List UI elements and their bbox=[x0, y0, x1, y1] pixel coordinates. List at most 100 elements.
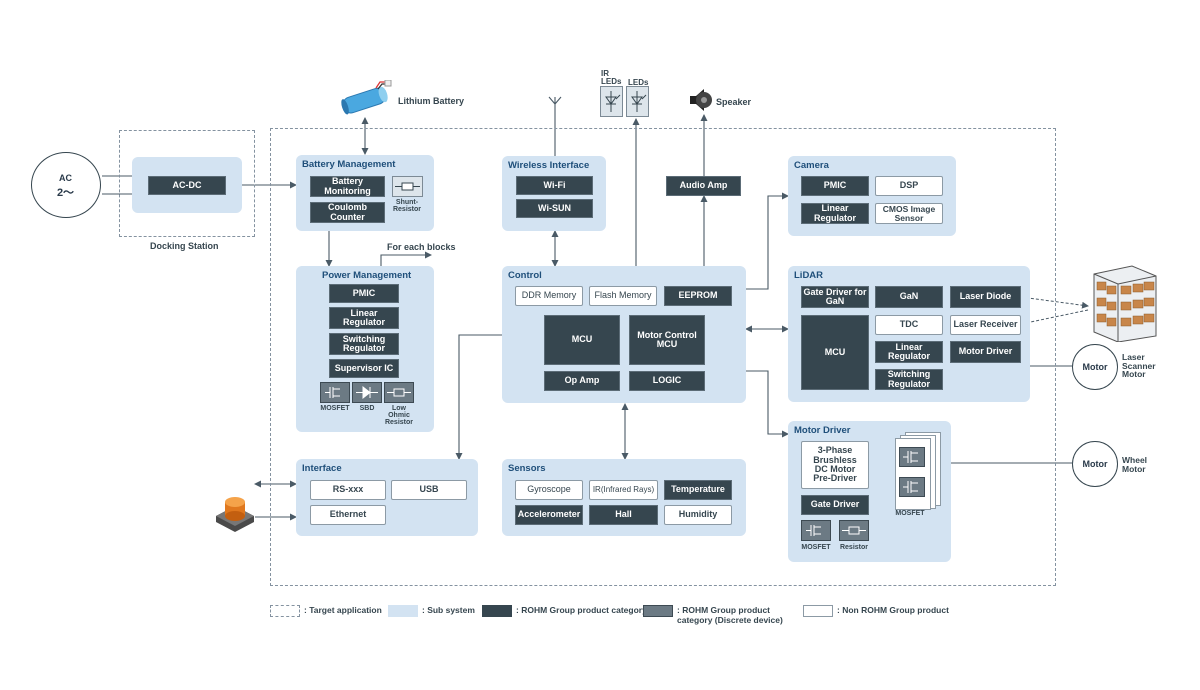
ir-sensor-block[interactable]: IR(Infrared Rays) bbox=[589, 480, 658, 500]
gyroscope-block[interactable]: Gyroscope bbox=[515, 480, 583, 500]
legend-subsystem-swatch bbox=[388, 605, 418, 617]
legend-target-swatch bbox=[270, 605, 300, 617]
legend-rohm-discrete: : ROHM Group product category (Discrete … bbox=[643, 605, 797, 625]
legend-subsystem: : Sub system bbox=[388, 605, 475, 617]
laser-scanner-motor-label: Laser Scanner Motor bbox=[1122, 352, 1156, 379]
pmic-block[interactable]: PMIC bbox=[329, 284, 399, 303]
warehouse-shelf-icon bbox=[1088, 262, 1160, 343]
led-icon bbox=[626, 86, 649, 117]
shunt-resistor-label: Shunt-Resistor bbox=[392, 199, 421, 213]
wisun-block[interactable]: Wi-SUN bbox=[516, 199, 593, 218]
sensors-title: Sensors bbox=[508, 463, 546, 474]
legend-subsystem-text: : Sub system bbox=[422, 605, 475, 615]
laser-diode-block[interactable]: Laser Diode bbox=[950, 286, 1021, 308]
gate-driver-block[interactable]: Gate Driver bbox=[801, 495, 869, 515]
temperature-block[interactable]: Temperature bbox=[664, 480, 732, 500]
camera-title: Camera bbox=[794, 160, 829, 171]
motor-driver-title: Motor Driver bbox=[794, 425, 851, 436]
motor-control-mcu-block[interactable]: Motor Control MCU bbox=[629, 315, 705, 365]
laser-receiver-block[interactable]: Laser Receiver bbox=[950, 315, 1021, 335]
wireless-interface-title: Wireless Interface bbox=[508, 160, 590, 171]
mosfet-stack-icon-1 bbox=[899, 447, 925, 467]
mosfet-stack[interactable] bbox=[895, 432, 941, 510]
battery-monitoring-block[interactable]: Battery Monitoring bbox=[310, 176, 385, 197]
ir-leds-label-1: IR LEDs bbox=[601, 69, 622, 86]
motor-label-lidar: Motor bbox=[1082, 362, 1108, 372]
usb-block[interactable]: USB bbox=[391, 480, 467, 500]
op-amp-block[interactable]: Op Amp bbox=[544, 371, 620, 391]
coulomb-counter-block[interactable]: Coulomb Counter bbox=[310, 202, 385, 223]
lidar-switching-regulator-block[interactable]: Switching Regulator bbox=[875, 369, 943, 390]
ethernet-block[interactable]: Ethernet bbox=[310, 505, 386, 525]
ddr-memory-block[interactable]: DDR Memory bbox=[515, 286, 583, 306]
hall-block[interactable]: Hall bbox=[589, 505, 658, 525]
laser-scanner-motor-circle: Motor bbox=[1072, 344, 1118, 390]
lidar-motor-driver-block[interactable]: Motor Driver bbox=[950, 341, 1021, 363]
emergency-button-icon bbox=[212, 492, 258, 534]
shunt-resistor-icon[interactable] bbox=[392, 176, 423, 197]
speaker-icon bbox=[686, 86, 714, 114]
interface-title: Interface bbox=[302, 463, 342, 474]
predriver-block[interactable]: 3-Phase Brushless DC Motor Pre-Driver bbox=[801, 441, 869, 489]
linear-regulator-block[interactable]: Linear Regulator bbox=[329, 307, 399, 329]
mosfet-label: MOSFET bbox=[320, 405, 350, 412]
ac-source: AC 2～ bbox=[31, 152, 101, 218]
dsp-block[interactable]: DSP bbox=[875, 176, 943, 196]
legend-non-rohm: : Non ROHM Group product bbox=[803, 605, 949, 617]
wheel-motor-circle: Motor bbox=[1072, 441, 1118, 487]
ac-label: AC bbox=[59, 173, 72, 183]
flash-memory-block[interactable]: Flash Memory bbox=[589, 286, 657, 306]
sbd-label: SBD bbox=[359, 405, 375, 412]
low-ohmic-resistor-icon[interactable] bbox=[384, 382, 414, 403]
lithium-battery-icon bbox=[336, 79, 396, 116]
target-application-outline bbox=[270, 128, 1056, 586]
ir-led-icon bbox=[600, 86, 623, 117]
lidar-mcu-block[interactable]: MCU bbox=[801, 315, 869, 390]
accelerometer-block[interactable]: Accelerometer bbox=[515, 505, 583, 525]
lithium-battery-label: Lithium Battery bbox=[398, 96, 465, 106]
md-resistor-icon[interactable] bbox=[839, 520, 869, 541]
camera-linear-regulator-block[interactable]: Linear Regulator bbox=[801, 203, 869, 224]
cmos-image-sensor-block[interactable]: CMOS Image Sensor bbox=[875, 203, 943, 224]
legend-rohm: : ROHM Group product category bbox=[482, 605, 647, 617]
legend-non-rohm-text: : Non ROHM Group product bbox=[837, 605, 949, 615]
mosfet-stack-label: MOSFET bbox=[895, 510, 925, 517]
gan-block[interactable]: GaN bbox=[875, 286, 943, 308]
motor-label-wheel: Motor bbox=[1082, 459, 1108, 469]
tdc-block[interactable]: TDC bbox=[875, 315, 943, 335]
logic-block[interactable]: LOGIC bbox=[629, 371, 705, 391]
mosfet-stack-card-front bbox=[895, 438, 931, 510]
md-mosfet-icon[interactable] bbox=[801, 520, 831, 541]
ir-leds-label-2: LEDs bbox=[628, 78, 649, 87]
legend-target-application: : Target application bbox=[270, 605, 382, 617]
supervisor-ic-block[interactable]: Supervisor IC bbox=[329, 359, 399, 378]
control-title: Control bbox=[508, 270, 542, 281]
sbd-icon[interactable] bbox=[352, 382, 382, 403]
legend-rohm-text: : ROHM Group product category bbox=[516, 605, 647, 615]
legend-discrete-swatch bbox=[643, 605, 673, 617]
camera-pmic-block[interactable]: PMIC bbox=[801, 176, 869, 196]
legend-discrete-text: : ROHM Group product category (Discrete … bbox=[677, 605, 783, 626]
humidity-block[interactable]: Humidity bbox=[664, 505, 732, 525]
gate-driver-gan-block[interactable]: Gate Driver for GaN bbox=[801, 286, 869, 308]
mosfet-icon[interactable] bbox=[320, 382, 350, 403]
low-ohmic-resistor-label: Low Ohmic Resistor bbox=[384, 405, 413, 426]
eeprom-block[interactable]: EEPROM bbox=[664, 286, 732, 306]
control-mcu-block[interactable]: MCU bbox=[544, 315, 620, 365]
power-management-title: Power Management bbox=[322, 270, 412, 281]
docking-station-outline bbox=[119, 130, 255, 237]
legend-rohm-swatch bbox=[482, 605, 512, 617]
camera-subsystem: Camera bbox=[788, 156, 956, 236]
wheel-motor-label: Wheel Motor bbox=[1122, 455, 1148, 474]
audio-amp-block[interactable]: Audio Amp bbox=[666, 176, 741, 196]
legend-target-text: : Target application bbox=[304, 605, 382, 615]
switching-regulator-block[interactable]: Switching Regulator bbox=[329, 333, 399, 355]
ac-symbol: 2～ bbox=[56, 187, 75, 199]
docking-station-label: Docking Station bbox=[150, 241, 219, 251]
battery-management-title: Battery Management bbox=[302, 159, 396, 170]
acdc-block[interactable]: AC-DC bbox=[148, 176, 226, 195]
rs-xxx-block[interactable]: RS-xxx bbox=[310, 480, 386, 500]
speaker-label: Speaker bbox=[716, 97, 752, 107]
lidar-linear-regulator-block[interactable]: Linear Regulator bbox=[875, 341, 943, 363]
wifi-block[interactable]: Wi-Fi bbox=[516, 176, 593, 195]
